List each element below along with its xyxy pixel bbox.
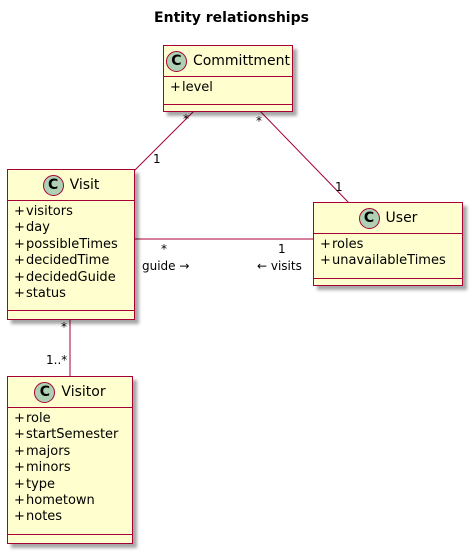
multiplicity-committment-user-to: 1 — [335, 180, 343, 194]
attribute: majors — [14, 444, 132, 460]
class-header: C User — [314, 203, 462, 234]
class-visitor[interactable]: C Visitor role startSemester majors mino… — [7, 376, 133, 544]
attribute: unavailableTimes — [320, 253, 462, 269]
attribute: level — [170, 80, 292, 96]
class-c-icon: C — [165, 50, 187, 72]
edge-committment-user — [257, 108, 350, 204]
class-c-icon: C — [358, 207, 380, 229]
attribute: decidedTime — [14, 253, 134, 269]
attribute: possibleTimes — [14, 237, 134, 253]
class-name: Visit — [69, 177, 100, 193]
class-name: Visitor — [61, 384, 106, 400]
attribute: startSemester — [14, 427, 132, 443]
class-visit[interactable]: C Visit visitors day possibleTimes decid… — [7, 169, 135, 321]
diagram-title: Entity relationships — [154, 10, 309, 26]
class-header: C Visitor — [8, 377, 132, 408]
class-header: C Committment — [164, 46, 292, 77]
attribute: roles — [320, 237, 462, 253]
class-name: Committment — [192, 53, 291, 69]
multiplicity-visit-user-from: * — [161, 242, 167, 256]
multiplicity-visit-visitor-from: * — [61, 320, 67, 334]
attribute: visitors — [14, 204, 134, 220]
role-label-visits: ← visits — [257, 259, 302, 273]
class-user[interactable]: C User roles unavailableTimes — [313, 202, 463, 286]
method-compartment — [8, 533, 132, 543]
attribute-list: role startSemester majors minors type ho… — [8, 408, 132, 534]
attribute: role — [14, 411, 132, 427]
attribute-list: level — [164, 77, 292, 104]
method-compartment — [164, 104, 292, 111]
attribute: hometown — [14, 493, 132, 509]
class-committment[interactable]: C Committment level — [163, 45, 293, 113]
class-name: User — [385, 210, 418, 226]
attribute-list: visitors day possibleTimes decidedTime d… — [8, 201, 134, 310]
multiplicity-committment-visit-to: 1 — [153, 152, 161, 166]
edge-committment-visit — [132, 108, 197, 173]
class-c-icon: C — [42, 174, 64, 196]
multiplicity-visit-visitor-to: 1..* — [46, 353, 68, 367]
class-c-icon: C — [34, 381, 56, 403]
method-compartment — [314, 277, 462, 285]
attribute: day — [14, 220, 134, 236]
attribute: notes — [14, 509, 132, 525]
multiplicity-committment-visit-from: * — [183, 112, 189, 126]
attribute: decidedGuide — [14, 270, 134, 286]
attribute: minors — [14, 460, 132, 476]
multiplicity-visit-user-to: 1 — [278, 242, 286, 256]
method-compartment — [8, 310, 134, 319]
attribute-list: roles unavailableTimes — [314, 234, 462, 278]
class-header: C Visit — [8, 170, 134, 201]
attribute: type — [14, 477, 132, 493]
role-label-guide: guide → — [142, 259, 190, 273]
multiplicity-committment-user-from: * — [256, 114, 262, 128]
attribute: status — [14, 286, 134, 302]
